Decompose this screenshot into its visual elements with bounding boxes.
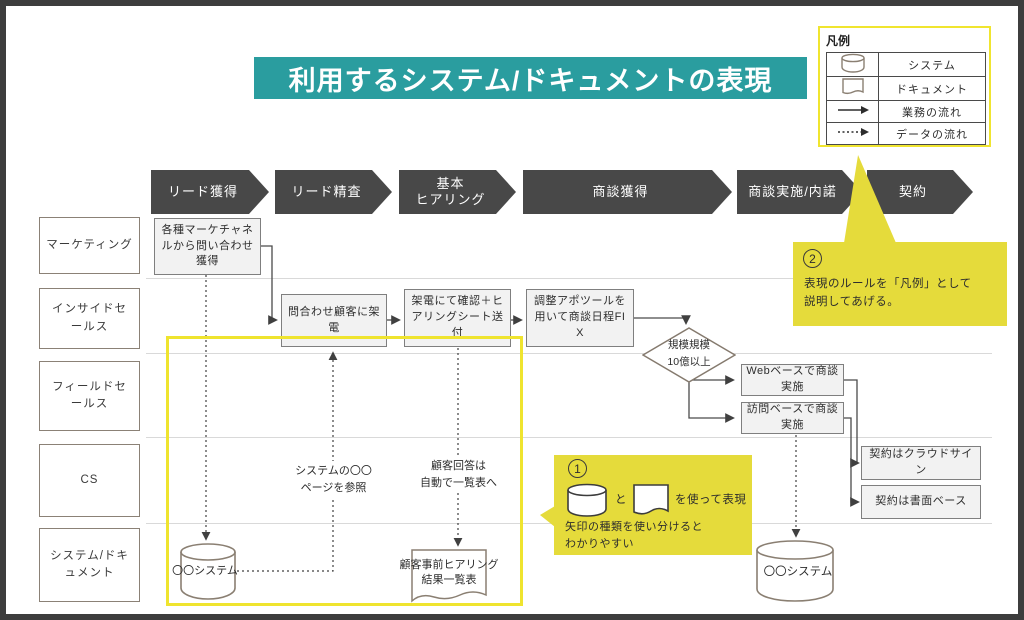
callout1-tail (540, 506, 555, 527)
page-title: 利用するシステム/ドキュメントの表現 (254, 57, 807, 99)
process-call-customer: 問合わせ顧客に架電 (281, 294, 387, 347)
phase-lead-acquisition: リード獲得 (151, 170, 269, 214)
flow-web-to-cloudsign (844, 379, 860, 468)
lane-marketing: マーケティング (39, 217, 140, 274)
process-web-meeting: Webベースで商談実施 (741, 364, 844, 396)
flow-decision-to-visit (688, 381, 735, 423)
phase-deal-execution: 商談実施/内諾 (737, 170, 862, 214)
callout2-body: 表現のルールを「凡例」として 説明してあげる。 (804, 278, 972, 308)
lane-cs: CS (39, 444, 140, 517)
decision-label: 規模規模 10億以上 (667, 339, 711, 368)
annotation-auto-list: 顧客回答は 自動で一覧表へ (406, 456, 511, 493)
lane-system-document: システム/ドキュメント (39, 528, 140, 602)
legend-table: システム ドキュメント 業務の流れ データの流れ (826, 52, 986, 145)
callout-1: 1 と を使って表現 矢印の種類を使い分けると わかりやすい (554, 455, 752, 555)
document-hearing-sheet (411, 549, 487, 603)
dashed-arrow-icon (826, 122, 879, 145)
legend-header: 凡例 (826, 34, 851, 48)
process-confirm-send-sheet: 架電にて確認＋ヒアリングシート送付 (404, 289, 511, 347)
document-icon (633, 484, 669, 515)
flow-schedule-to-decision (634, 315, 691, 325)
lane-inside-sales: インサイドセールス (39, 288, 140, 349)
legend-label-flow: 業務の流れ (878, 100, 986, 123)
callout1-body: 矢印の種類を使い分けると わかりやすい (565, 521, 703, 551)
process-schedule-fix: 調整アポツールを用いて商談日程FIX (526, 289, 634, 347)
lane-divider (146, 278, 992, 279)
flow-visit-to-paper (844, 417, 860, 507)
process-visit-meeting: 訪問ベースで商談実施 (741, 402, 844, 434)
annotation-ref-page: システムの〇〇 ページを参照 (276, 461, 391, 498)
process-contract-paper: 契約は書面ベース (861, 485, 981, 519)
lane-divider (146, 437, 992, 438)
phase-lead-screening: リード精査 (275, 170, 392, 214)
document-icon (826, 76, 879, 101)
legend-row-document: ドキュメント (826, 76, 986, 101)
cylinder-right-label: 〇〇システム (763, 566, 833, 578)
legend-label-document: ドキュメント (878, 76, 986, 101)
cylinder-icon (567, 483, 607, 517)
legend-panel: 凡例 システム ドキュメント 業務の流れ (818, 26, 991, 147)
cylinder-icon (826, 52, 879, 77)
phase-deal-acquisition: 商談獲得 (523, 170, 732, 214)
phase-basic-hearing: 基本 ヒアリング (399, 170, 516, 214)
solid-arrow-icon (826, 100, 879, 123)
callout1-suffix: を使って表現 (675, 494, 747, 506)
callout2-number: 2 (803, 249, 822, 268)
legend-row-dataflow: データの流れ (826, 122, 986, 145)
lane-field-sales: フィールドセールス (39, 361, 140, 431)
legend-row-system: システム (826, 52, 986, 77)
legend-label-dataflow: データの流れ (878, 122, 986, 145)
callout-2: 2 表現のルールを「凡例」として 説明してあげる。 (793, 242, 1007, 326)
callout1-number: 1 (568, 459, 587, 478)
process-marketing-inquiry: 各種マーケチャネルから問い合わせ獲得 (154, 218, 261, 275)
process-contract-cloudsign: 契約はクラウドサイン (861, 446, 981, 480)
cylinder-system-right (756, 540, 834, 602)
legend-row-flow: 業務の流れ (826, 100, 986, 123)
legend-label-system: システム (878, 52, 986, 77)
document-label: 顧客事前ヒアリング結果一覧表 (399, 559, 499, 587)
flow-inquiry-to-call (261, 245, 278, 325)
lane-divider (146, 353, 992, 354)
cylinder-system-left (180, 543, 236, 600)
phase-contract: 契約 (867, 170, 973, 214)
cylinder-left-label: 〇〇システム (172, 565, 238, 577)
callout1-joiner: と (615, 494, 627, 506)
